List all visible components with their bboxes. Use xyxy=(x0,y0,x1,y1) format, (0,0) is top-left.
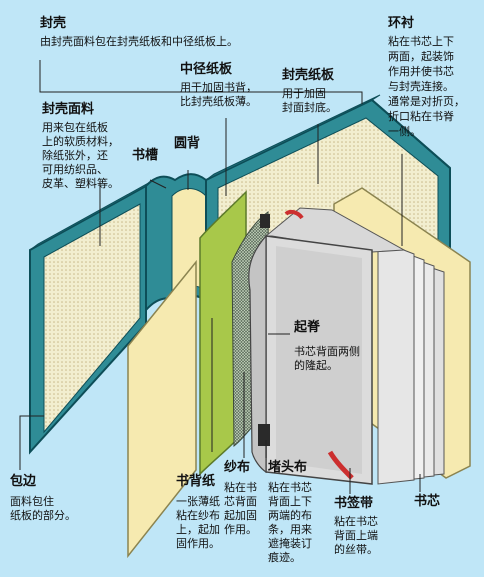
label-gauze-desc-2: 起加固 xyxy=(224,509,257,522)
page-edge-2 xyxy=(377,239,415,485)
book-block xyxy=(248,187,471,485)
label-turnin-title: 包边 xyxy=(10,474,37,489)
label-middle-board-desc-0: 用于加固书背， xyxy=(180,81,257,94)
label-round-back: 圆背 xyxy=(174,136,201,151)
label-ridge-title: 起脊 xyxy=(294,320,321,335)
leader-case xyxy=(39,60,363,104)
label-bookmark-desc-1: 背面上端 xyxy=(334,529,378,542)
label-middle-board-title: 中径纸板 xyxy=(180,62,233,77)
label-endpaper-desc-6: 一侧。 xyxy=(388,125,421,138)
label-groove: 书槽 xyxy=(132,148,159,163)
label-bookmark-title: 书签带 xyxy=(334,496,374,511)
book-block-spine xyxy=(248,234,267,474)
label-cover-board-desc-1: 封面封底。 xyxy=(282,101,337,114)
label-endpaper-desc-5: 折口粘在书脊 xyxy=(388,110,454,123)
label-spine-paper-desc-3: 固作用。 xyxy=(176,537,220,550)
label-cover-fabric-desc-4: 皮革、塑料等。 xyxy=(42,177,119,190)
label-headband-title: 堵头布 xyxy=(268,460,308,475)
label-gauze-title: 纱布 xyxy=(224,460,251,475)
label-cover-fabric-desc-1: 上的软质材料， xyxy=(42,135,119,148)
headband-top xyxy=(260,214,270,228)
bookmark-ribbon-top xyxy=(284,209,304,220)
label-spine-paper-desc-0: 一张薄纸 xyxy=(176,495,220,508)
label-cover-fabric-desc-0: 用来包在纸板 xyxy=(42,121,108,134)
label-cover-board-desc-0: 用于加固 xyxy=(282,87,326,100)
label-headband-desc-5: 痕迹。 xyxy=(268,551,301,564)
label-spine-paper-desc-2: 上，起加 xyxy=(176,523,220,536)
label-headband-desc-4: 遮掩装订 xyxy=(268,537,312,550)
label-headband-desc-3: 条，用来 xyxy=(268,523,312,536)
label-book-block: 书芯 xyxy=(414,494,441,509)
label-cover-fabric-desc-3: 可用纺织品、 xyxy=(42,163,108,176)
label-turnin-desc-1: 纸板的部分。 xyxy=(10,509,76,522)
label-gauze-desc-0: 粘在书 xyxy=(224,481,257,494)
leader-groove xyxy=(149,179,167,189)
label-turnin-desc-0: 面料包住 xyxy=(10,495,54,508)
endpaper-left xyxy=(127,259,197,559)
label-spine-paper-desc-1: 粘在纱布 xyxy=(176,509,220,522)
label-ridge-desc-1: 的隆起。 xyxy=(294,359,338,372)
case-left-inner-board xyxy=(43,203,141,434)
label-endpaper-desc-1: 两面，起装饰 xyxy=(388,50,454,63)
label-spine-paper-title: 书背纸 xyxy=(176,474,216,489)
label-case-desc: 由封壳面料包在封壳纸板和中径纸板上。 xyxy=(40,35,238,48)
label-endpaper-desc-0: 粘在书芯上下 xyxy=(388,35,454,48)
label-cover-board-title: 封壳纸板 xyxy=(282,68,335,83)
label-endpaper-desc: 粘在书芯上下 两面，起装饰 作用并使书芯 与封壳连接。 通常是对折页， 折口粘在… xyxy=(388,34,465,139)
case-right-top-edge xyxy=(205,94,381,181)
label-cover-fabric-title: 封壳面料 xyxy=(42,102,95,117)
label-headband-desc-2: 两端的布 xyxy=(268,509,312,522)
label-endpaper-title: 环衬 xyxy=(388,16,415,31)
label-endpaper-desc-4: 通常是对折页， xyxy=(388,95,465,108)
label-cover-fabric-desc-2: 除纸张外，还 xyxy=(42,149,108,162)
label-gauze-desc-3: 作用。 xyxy=(224,523,257,536)
headband xyxy=(258,424,270,446)
label-endpaper-desc-3: 与封壳连接。 xyxy=(388,80,454,93)
label-headband-desc-1: 背面上下 xyxy=(268,495,312,508)
leader-lines xyxy=(19,60,421,494)
case-right-corner xyxy=(371,99,451,169)
label-case-title: 封壳 xyxy=(40,16,67,31)
label-bookmark-desc-0: 粘在书芯 xyxy=(334,515,378,528)
label-bookmark-desc-2: 的丝带。 xyxy=(334,543,378,556)
label-endpaper-desc-2: 作用并使书芯 xyxy=(388,65,454,78)
book-block-face-shade xyxy=(276,246,362,474)
label-ridge-desc-0: 书芯背面两侧 xyxy=(294,345,360,358)
label-headband-desc-0: 粘在书芯 xyxy=(268,481,312,494)
label-middle-board-desc-1: 比封壳纸板薄。 xyxy=(180,95,257,108)
leader-turnin xyxy=(19,415,44,470)
label-gauze-desc-1: 芯背面 xyxy=(224,495,257,508)
